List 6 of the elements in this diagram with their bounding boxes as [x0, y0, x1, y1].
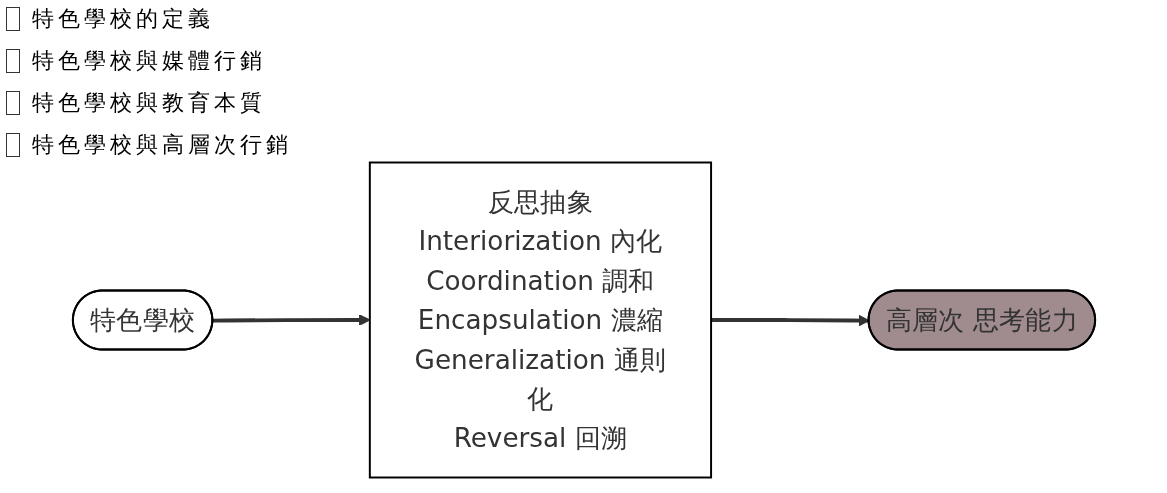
list-item-text: 特色學校的定義 [32, 5, 214, 33]
list-item-text: 特色學校與媒體行銷 [32, 47, 266, 75]
arrow [212, 314, 370, 326]
list-item-text: 特色學校與高層次行銷 [32, 131, 292, 159]
list-item-text: 特色學校與教育本質 [32, 89, 266, 117]
node-box: 反思抽象 Interiorization 內化 Coordination 調和 Encapsulation 濃縮 Generalization 通則化 Reversal 回溯 [368, 161, 712, 479]
